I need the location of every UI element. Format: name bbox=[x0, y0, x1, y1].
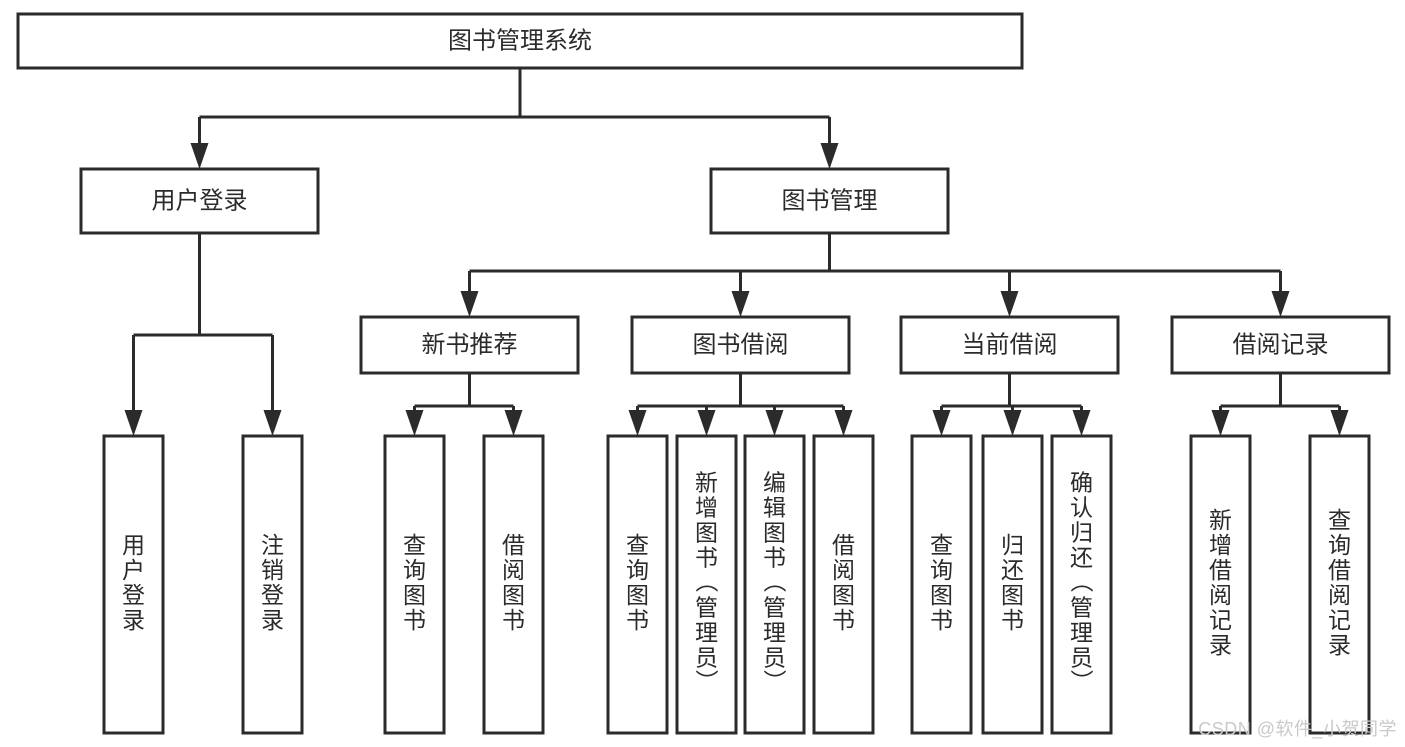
node-box-leaf-borrow-2 bbox=[675, 434, 738, 735]
node-leaf-borrow-2[interactable]: 新增图书（管理员） bbox=[675, 434, 738, 735]
node-login[interactable]: 用户登录 bbox=[79, 167, 320, 235]
node-label-leaf-newbook-2: 借阅图书 bbox=[502, 532, 525, 633]
node-leaf-borrow-3[interactable]: 编辑图书（管理员） bbox=[743, 434, 806, 735]
node-current[interactable]: 当前借阅 bbox=[899, 315, 1120, 375]
node-leaf-current-1[interactable]: 查询图书 bbox=[910, 434, 973, 735]
node-label-leaf-current-2: 归还图书 bbox=[1001, 532, 1024, 633]
node-label-login: 用户登录 bbox=[152, 187, 248, 214]
node-box-login bbox=[79, 167, 320, 235]
edge-layer bbox=[124, 68, 1349, 436]
node-label-records: 借阅记录 bbox=[1233, 331, 1329, 358]
node-label-bookmgmt: 图书管理 bbox=[782, 187, 878, 214]
node-leaf-newbook-2[interactable]: 借阅图书 bbox=[482, 434, 545, 735]
node-label-leaf-login-2: 注销登录 bbox=[261, 532, 284, 633]
node-label-borrow: 图书借阅 bbox=[693, 331, 789, 358]
node-label-leaf-borrow-2: 新增图书（管理员） bbox=[695, 470, 719, 696]
node-leaf-records-1[interactable]: 新增借阅记录 bbox=[1189, 434, 1252, 735]
node-box-leaf-records-2 bbox=[1308, 434, 1371, 735]
node-label-leaf-login-1: 用户登录 bbox=[122, 532, 145, 633]
node-label-leaf-records-1: 新增借阅记录 bbox=[1209, 507, 1232, 658]
node-leaf-current-2[interactable]: 归还图书 bbox=[981, 434, 1044, 735]
node-label-leaf-borrow-4: 借阅图书 bbox=[832, 532, 855, 633]
connector-group-current bbox=[932, 373, 1091, 436]
node-leaf-login-1[interactable]: 用户登录 bbox=[102, 434, 165, 735]
node-label-leaf-borrow-3: 编辑图书（管理员） bbox=[763, 470, 787, 696]
node-label-leaf-current-1: 查询图书 bbox=[930, 532, 953, 633]
node-label-leaf-borrow-1: 查询图书 bbox=[626, 532, 649, 633]
connector-group-records bbox=[1211, 373, 1349, 436]
node-box-bookmgmt bbox=[709, 167, 950, 235]
node-box-leaf-current-3 bbox=[1050, 434, 1113, 735]
node-label-leaf-records-2: 查询借阅记录 bbox=[1328, 507, 1351, 658]
node-leaf-records-2[interactable]: 查询借阅记录 bbox=[1308, 434, 1371, 735]
node-box-leaf-newbook-2 bbox=[482, 434, 545, 735]
node-root[interactable]: 图书管理系统 bbox=[16, 12, 1024, 70]
node-label-current: 当前借阅 bbox=[962, 331, 1058, 358]
node-box-leaf-borrow-3 bbox=[743, 434, 806, 735]
node-newbook[interactable]: 新书推荐 bbox=[359, 315, 580, 375]
node-records[interactable]: 借阅记录 bbox=[1170, 315, 1391, 375]
node-box-leaf-borrow-1 bbox=[606, 434, 669, 735]
node-box-leaf-borrow-4 bbox=[812, 434, 875, 735]
node-leaf-current-3[interactable]: 确认归还（管理员） bbox=[1050, 434, 1113, 735]
connector-group-root bbox=[190, 68, 839, 169]
node-box-borrow bbox=[630, 315, 851, 375]
node-box-leaf-records-1 bbox=[1189, 434, 1252, 735]
node-box-root bbox=[16, 12, 1024, 70]
node-leaf-newbook-1[interactable]: 查询图书 bbox=[383, 434, 446, 735]
node-leaf-borrow-4[interactable]: 借阅图书 bbox=[812, 434, 875, 735]
node-label-newbook: 新书推荐 bbox=[422, 331, 518, 358]
csdn-watermark: CSDN @软件_小贺同学 bbox=[1198, 719, 1397, 739]
connector-group-login bbox=[124, 233, 282, 436]
node-label-leaf-newbook-1: 查询图书 bbox=[403, 532, 426, 633]
node-leaf-borrow-1[interactable]: 查询图书 bbox=[606, 434, 669, 735]
connector-group-newbook bbox=[405, 373, 523, 436]
node-box-current bbox=[899, 315, 1120, 375]
node-bookmgmt[interactable]: 图书管理 bbox=[709, 167, 950, 235]
node-label-leaf-current-3: 确认归还（管理员） bbox=[1070, 470, 1094, 696]
node-layer: 图书管理系统用户登录图书管理新书推荐图书借阅当前借阅借阅记录用户登录注销登录查询… bbox=[16, 12, 1391, 735]
connector-group-bookmgmt bbox=[460, 233, 1290, 317]
connector-group-borrow bbox=[628, 373, 853, 436]
node-box-leaf-login-1 bbox=[102, 434, 165, 735]
node-label-root: 图书管理系统 bbox=[448, 27, 592, 54]
node-box-newbook bbox=[359, 315, 580, 375]
node-box-leaf-current-2 bbox=[981, 434, 1044, 735]
node-leaf-login-2[interactable]: 注销登录 bbox=[241, 434, 304, 735]
node-borrow[interactable]: 图书借阅 bbox=[630, 315, 851, 375]
node-box-leaf-login-2 bbox=[241, 434, 304, 735]
node-box-records bbox=[1170, 315, 1391, 375]
node-box-leaf-current-1 bbox=[910, 434, 973, 735]
node-box-leaf-newbook-1 bbox=[383, 434, 446, 735]
